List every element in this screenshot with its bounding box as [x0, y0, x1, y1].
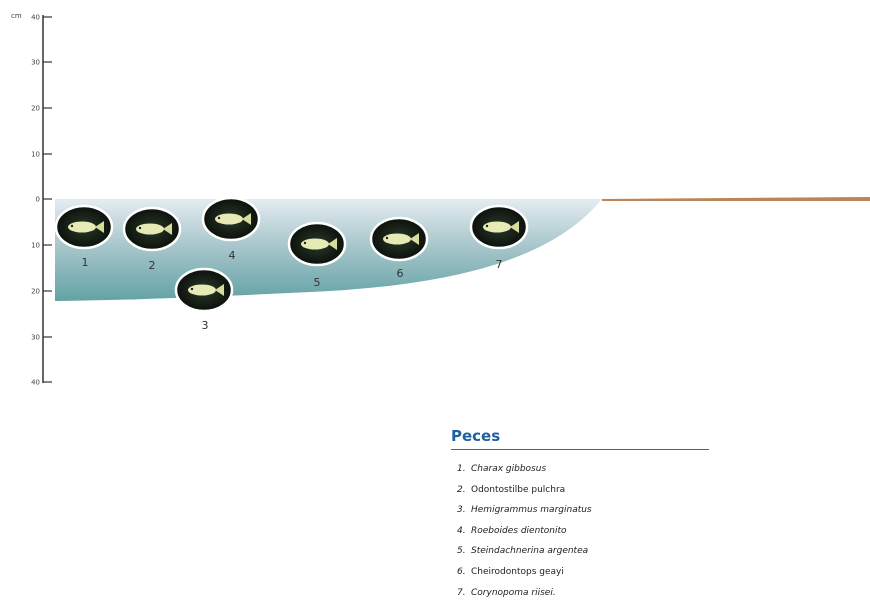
fish-legend: Peces 1.Charax gibbosus2.Odontostilbe pu… — [451, 425, 709, 603]
legend-item-name: Cheirodontops geayi — [471, 567, 564, 577]
legend-item-name: Odontostilbe pulchra — [471, 485, 565, 495]
fish-eye-icon — [191, 288, 193, 290]
fish-eye-icon — [218, 217, 220, 219]
axis-unit-label: cm — [11, 12, 22, 20]
legend-item-number: 5. — [457, 541, 471, 562]
fish-number-label: 4 — [229, 249, 236, 262]
legend-item-number: 4. — [457, 521, 471, 542]
legend-item-number: 2. — [457, 480, 471, 501]
legend-item-number: 3. — [457, 500, 471, 521]
axis-tick-label: 40 — [31, 14, 40, 22]
fish-photo-3: 3 — [176, 269, 232, 332]
axis-ticks: 40 30 20 10 0 10 20 30 40 — [31, 14, 52, 387]
legend-item: 3.Hemigrammus marginatus — [457, 500, 709, 521]
axis-tick-label: 20 — [31, 105, 40, 113]
legend-item-number: 1. — [457, 459, 471, 480]
legend-item-number: 7. — [457, 583, 471, 603]
axis-tick-label: 10 — [31, 242, 40, 250]
legend-item: 7.Corynopoma riisei. — [457, 583, 709, 603]
legend-item: 2.Odontostilbe pulchra — [457, 480, 709, 501]
axis-tick-label: 20 — [31, 288, 40, 296]
legend-item: 4.Roeboides dientonito — [457, 521, 709, 542]
fish-number-label: 3 — [202, 319, 209, 332]
fish-number-label: 6 — [397, 267, 404, 280]
axis-tick-label: 40 — [31, 379, 40, 387]
legend-item-name: Hemigrammus marginatus — [471, 505, 592, 515]
axis-tick-label: 0 — [36, 196, 40, 204]
river-bank — [602, 197, 870, 201]
legend-list: 1.Charax gibbosus2.Odontostilbe pulchra3… — [451, 450, 709, 603]
fish-eye-icon — [71, 225, 73, 227]
fish-number-label: 1 — [82, 256, 89, 269]
fish-eye-icon — [386, 237, 388, 239]
fish-number-label: 5 — [314, 276, 321, 289]
fish-eye-icon — [486, 225, 488, 227]
fish-number-label: 2 — [149, 259, 156, 272]
legend-item-number: 6. — [457, 562, 471, 583]
axis-tick-label: 30 — [31, 59, 40, 67]
fish-number-label: 7 — [496, 258, 503, 271]
legend-item-name: Charax gibbosus — [471, 464, 546, 474]
axis-tick-label: 10 — [31, 151, 40, 159]
axis-tick-label: 30 — [31, 334, 40, 342]
legend-item-name: Steindachnerina argentea — [471, 546, 588, 556]
fish-eye-icon — [304, 242, 306, 244]
fish-eye-icon — [139, 227, 141, 229]
legend-item-name: Corynopoma riisei. — [471, 588, 556, 598]
legend-title: Peces — [451, 425, 709, 450]
legend-item-name: Roeboides dientonito — [471, 526, 567, 536]
legend-item: 5.Steindachnerina argentea — [457, 541, 709, 562]
legend-item: 6.Cheirodontops geayi — [457, 562, 709, 583]
legend-item: 1.Charax gibbosus — [457, 459, 709, 480]
